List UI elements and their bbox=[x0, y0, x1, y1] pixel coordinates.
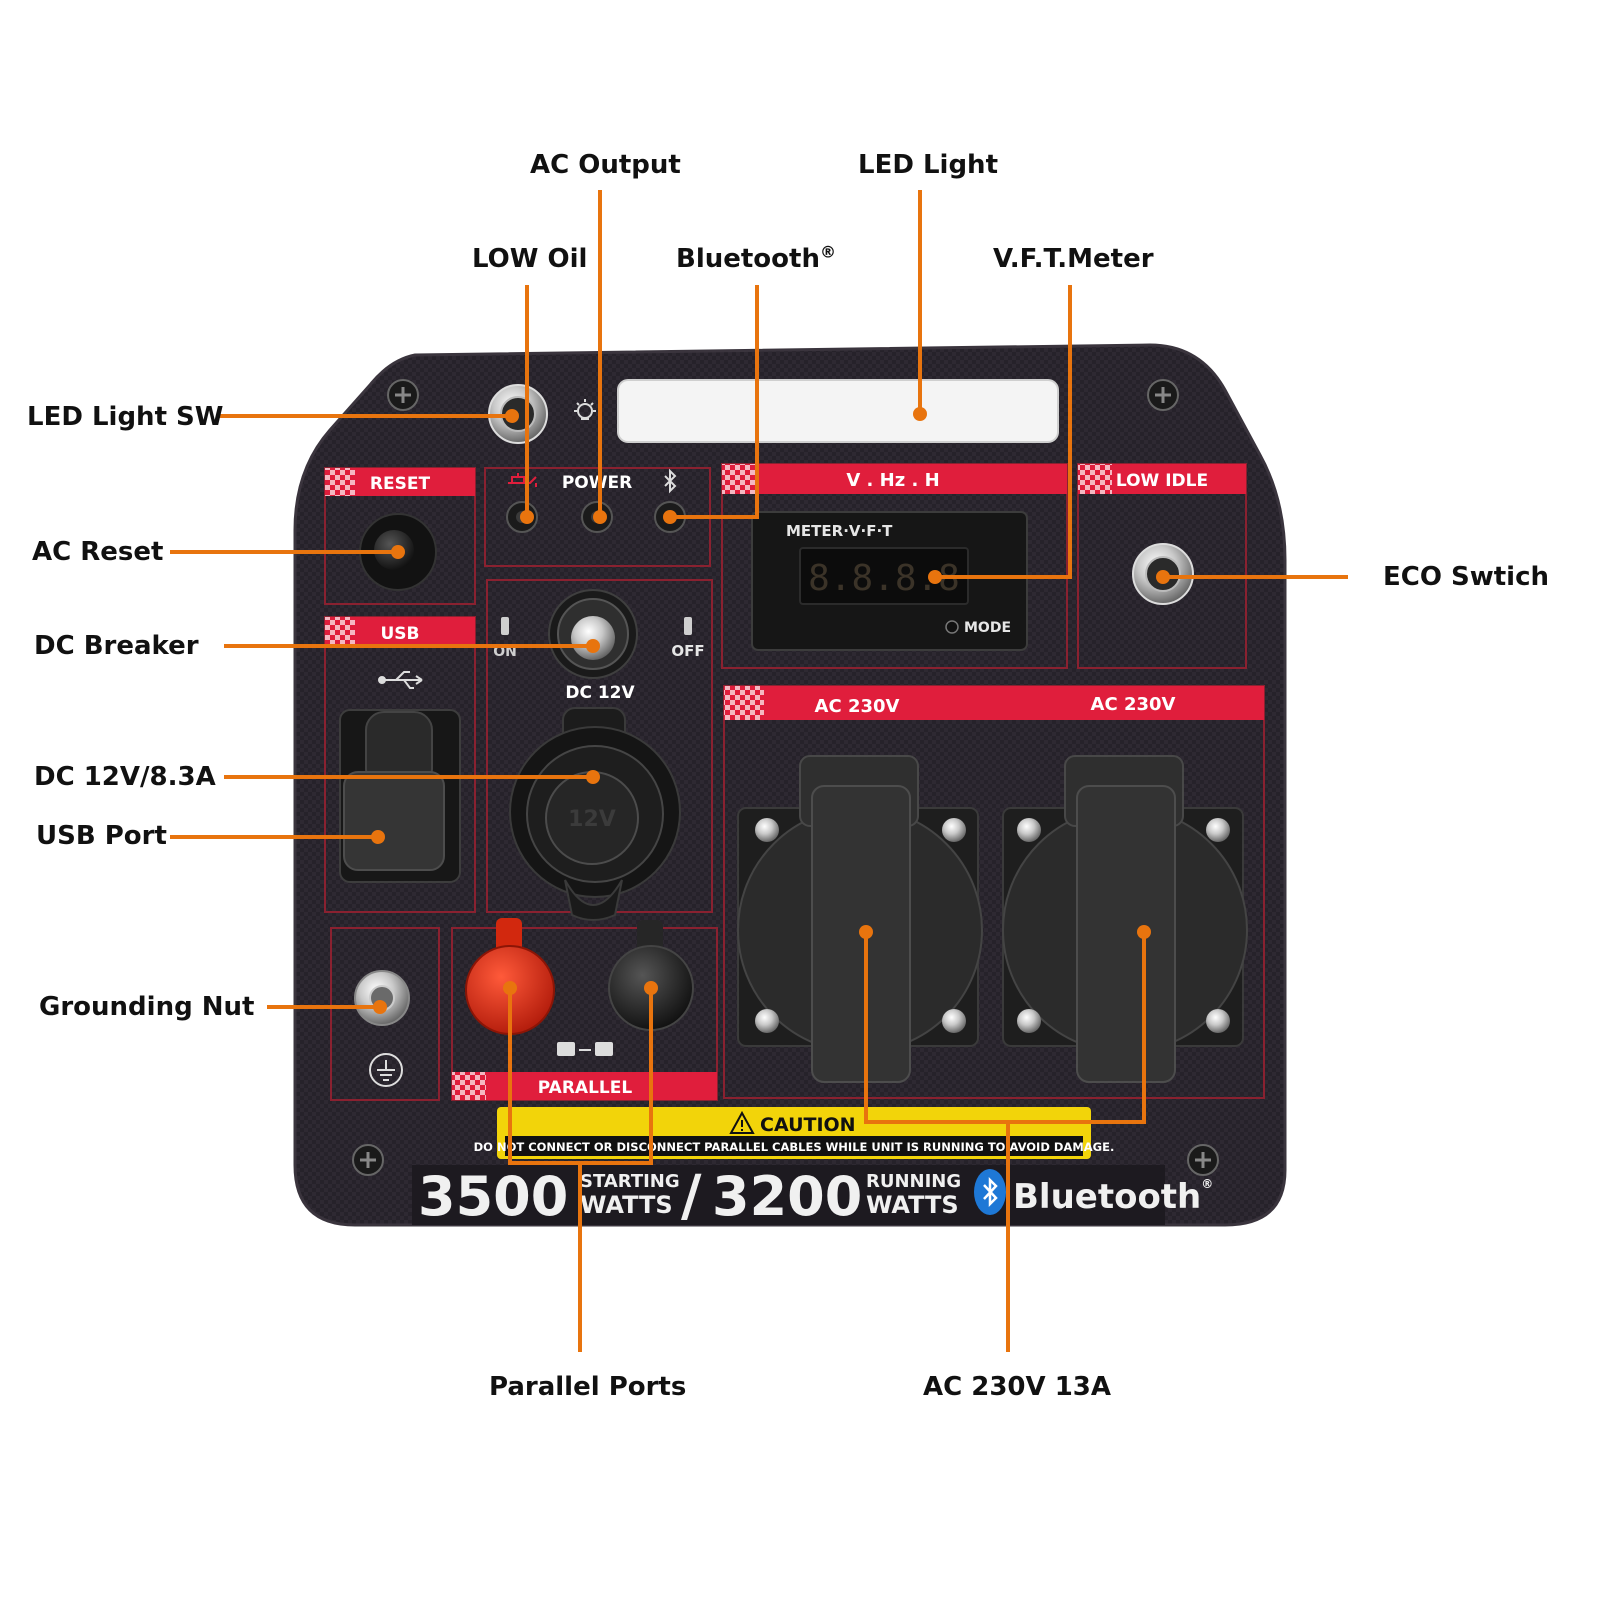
watts-label-1: WATTS bbox=[580, 1191, 673, 1219]
callout-bluetooth: Bluetooth® bbox=[676, 242, 836, 274]
lightbulb-icon bbox=[574, 399, 596, 420]
callout-usb-port: USB Port bbox=[36, 821, 167, 851]
callout-eco-switch: ECO Swtich bbox=[1383, 562, 1550, 592]
bluetooth-brand-icon bbox=[974, 1169, 1006, 1215]
screw-icon bbox=[1187, 1144, 1219, 1176]
running-watts-value: 3200 bbox=[712, 1165, 862, 1228]
reset-section: RESET bbox=[324, 467, 476, 605]
low-idle-label: LOW IDLE bbox=[1116, 471, 1208, 491]
parallel-label: PARALLEL bbox=[538, 1078, 633, 1098]
dc-socket-12v-text: 12V bbox=[568, 807, 616, 832]
callout-parallel-ports: Parallel Ports bbox=[489, 1372, 687, 1402]
usb-symbol-icon bbox=[378, 671, 423, 689]
leader-ac-230v bbox=[864, 932, 1146, 1352]
callout-ac-230v-13a: AC 230V 13A bbox=[923, 1372, 1112, 1402]
callout-dc-12v: DC 12V/8.3A bbox=[34, 762, 216, 792]
callout-low-oil: LOW Oil bbox=[472, 244, 588, 274]
grounding-section bbox=[330, 927, 440, 1101]
callout-grounding-nut: Grounding Nut bbox=[39, 992, 255, 1022]
slash: / bbox=[681, 1164, 702, 1229]
leader-vft-meter bbox=[935, 285, 1072, 579]
ground-icon bbox=[369, 1053, 403, 1087]
breaker-off-icon bbox=[684, 617, 692, 635]
starting-label: STARTING bbox=[580, 1171, 680, 1192]
dc-12v-label: DC 12V bbox=[565, 683, 635, 703]
dc-breaker[interactable] bbox=[548, 589, 638, 679]
callout-vft-meter: V.F.T.Meter bbox=[993, 244, 1154, 274]
oil-can-icon bbox=[508, 473, 537, 487]
ac-230v-left-label: AC 230V bbox=[815, 696, 900, 717]
ac-230v-right-label: AC 230V bbox=[1091, 694, 1176, 715]
screw-icon bbox=[352, 1144, 384, 1176]
bluetooth-brand-text: Bluetooth® bbox=[1013, 1177, 1213, 1217]
starting-watts-value: 3500 bbox=[418, 1165, 568, 1228]
caution-label: CAUTION DO NOT CONNECT OR DISCONNECT PAR… bbox=[474, 1107, 1115, 1159]
warning-triangle-icon bbox=[729, 1110, 755, 1134]
running-label: RUNNING bbox=[866, 1171, 961, 1192]
reset-label: RESET bbox=[370, 474, 431, 494]
usb-label: USB bbox=[380, 624, 419, 644]
parallel-connection-icon bbox=[557, 1042, 613, 1056]
grounding-nut[interactable] bbox=[354, 970, 410, 1026]
corner-screws bbox=[352, 379, 1219, 1176]
vhzh-label: V . Hz . H bbox=[846, 470, 939, 491]
leader-dots bbox=[371, 407, 1170, 1014]
screw-icon bbox=[387, 379, 419, 411]
meter-label: METER·V·F·T bbox=[786, 522, 893, 540]
mode-label: MODE bbox=[964, 620, 1011, 636]
dc-section: ON OFF DC 12V 12V bbox=[486, 579, 713, 921]
callout-led-light: LED Light bbox=[858, 150, 998, 180]
wattage-band: 3500 STARTING WATTS / 3200 RUNNING WATTS… bbox=[412, 1164, 1213, 1229]
screw-icon bbox=[1147, 379, 1179, 411]
leader-lines bbox=[170, 190, 1348, 1352]
caution-text: DO NOT CONNECT OR DISCONNECT PARALLEL CA… bbox=[474, 1140, 1115, 1154]
meter-section: V . Hz . H METER·V·F·T 8.8.8.8 MODE bbox=[721, 463, 1068, 669]
callout-ac-output: AC Output bbox=[530, 150, 681, 180]
leader-parallel-ports bbox=[508, 988, 653, 1352]
usb-port[interactable] bbox=[339, 709, 461, 883]
breaker-on-icon bbox=[501, 617, 509, 635]
power-label: POWER bbox=[562, 473, 632, 493]
led-light-strip bbox=[617, 379, 1059, 443]
bluetooth-icon bbox=[664, 468, 677, 494]
leader-bluetooth bbox=[670, 285, 759, 519]
ac-outlet-right[interactable] bbox=[1002, 755, 1248, 1083]
callout-ac-reset: AC Reset bbox=[32, 537, 164, 567]
caution-title: CAUTION bbox=[760, 1114, 856, 1136]
callout-led-light-sw: LED Light SW bbox=[27, 402, 224, 432]
callout-dc-breaker: DC Breaker bbox=[34, 631, 199, 661]
off-label: OFF bbox=[671, 642, 704, 660]
watts-label-2: WATTS bbox=[866, 1191, 959, 1219]
mode-button[interactable] bbox=[945, 620, 959, 634]
